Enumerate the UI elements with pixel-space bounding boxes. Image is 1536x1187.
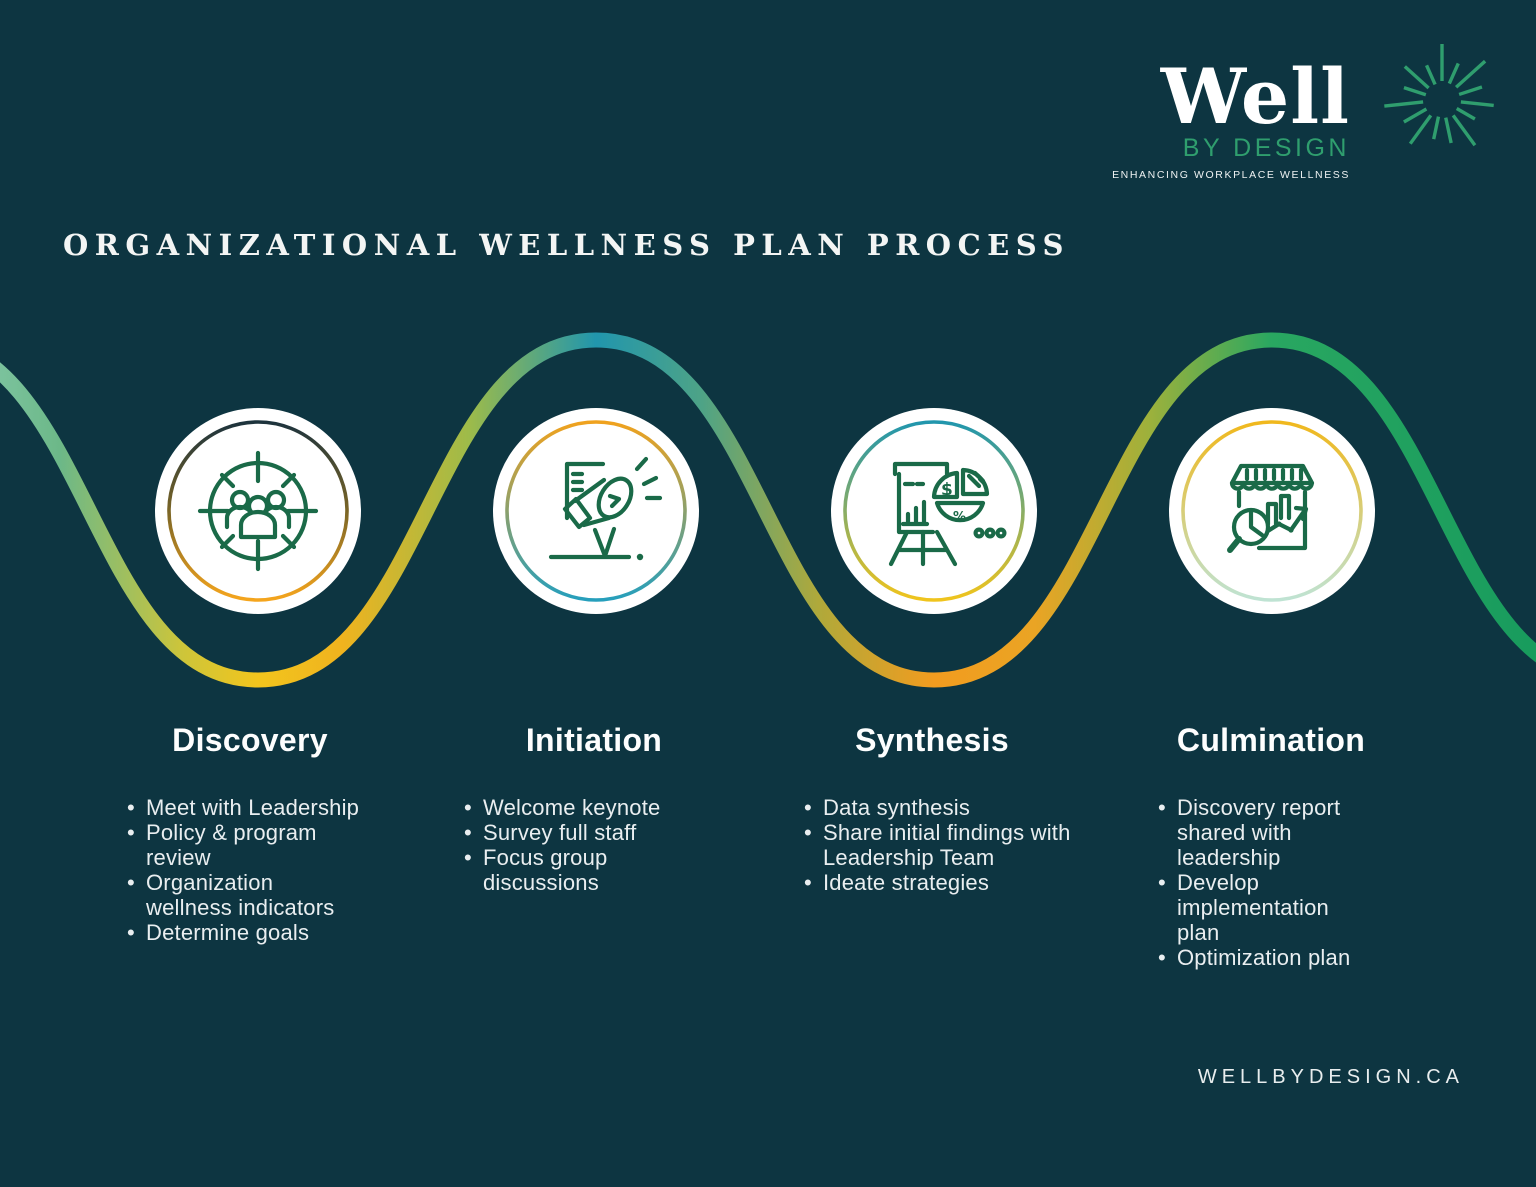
stage-heading-synthesis: Synthesis: [855, 722, 1009, 758]
bullet-item: Focus group discussions: [464, 845, 669, 895]
svg-text:%: %: [953, 510, 966, 525]
megaphone-icon: [493, 408, 699, 614]
stage-heading-culmination: Culmination: [1176, 722, 1366, 758]
stage-node-discovery: [153, 406, 363, 616]
bullet-item: Ideate strategies: [804, 870, 1072, 895]
bullet-item: Policy & program review: [127, 820, 365, 870]
sunburst-icon: [1384, 44, 1494, 147]
bullet-item: Data synthesis: [804, 795, 1072, 820]
logo-text-block: Well BY DESIGN ENHANCING WORKPLACE WELLN…: [1112, 52, 1350, 181]
bullet-item: Develop implementation plan: [1158, 870, 1356, 945]
stage-node-synthesis: $ %: [829, 406, 1039, 616]
bullet-item: Survey full staff: [464, 820, 669, 845]
logo-tagline: ENHANCING WORKPLACE WELLNESS: [1112, 168, 1350, 181]
storefront-analytics-icon: [1169, 408, 1375, 614]
presentation-pie-chart-icon: $ %: [831, 408, 1037, 614]
stage-node-initiation: [491, 406, 701, 616]
bullet-item: Meet with Leadership: [127, 795, 365, 820]
brand-logo: Well BY DESIGN ENHANCING WORKPLACE WELLN…: [1112, 36, 1508, 181]
page-title: ORGANIZATIONAL WELLNESS PLAN PROCESS: [63, 228, 1071, 262]
bullet-item: Welcome keynote: [464, 795, 669, 820]
bullet-item: Discovery report shared with leadership: [1158, 795, 1356, 870]
stage-bullets-discovery: Meet with LeadershipPolicy & program rev…: [127, 795, 365, 945]
bullet-item: Optimization plan: [1158, 945, 1356, 970]
logo-wordmark: Well: [1160, 52, 1350, 141]
bullet-item: Share initial findings with Leadership T…: [804, 820, 1072, 870]
stage-heading-initiation: Initiation: [525, 722, 663, 758]
logo-subtitle: BY DESIGN: [1182, 133, 1350, 162]
website-url: WELLBYDESIGN.CA: [1197, 1066, 1464, 1088]
target-people-icon: [155, 408, 361, 614]
stage-heading-discovery: Discovery: [172, 722, 328, 758]
stage-bullets-synthesis: Data synthesisShare initial findings wit…: [804, 795, 1072, 895]
stage-bullets-culmination: Discovery report shared with leadershipD…: [1158, 795, 1356, 970]
stage-node-culmination: [1167, 406, 1377, 616]
stage-bullets-initiation: Welcome keynoteSurvey full staffFocus gr…: [464, 795, 669, 895]
bullet-item: Determine goals: [127, 920, 365, 945]
bullet-item: Organization wellness indicators: [127, 870, 365, 920]
svg-text:$: $: [941, 480, 953, 500]
